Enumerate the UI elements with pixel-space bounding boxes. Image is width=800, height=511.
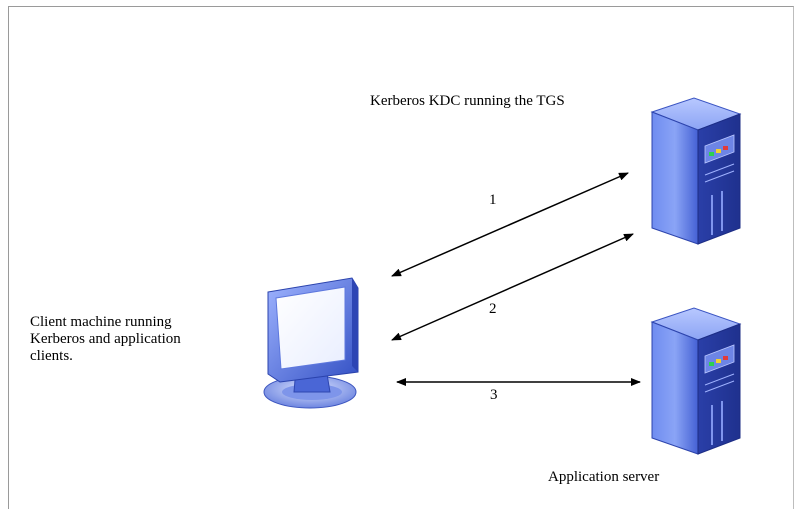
- client-label-line-2: Kerberos and application: [30, 331, 181, 347]
- arrow-2: [391, 233, 634, 341]
- arrow-1: [391, 172, 629, 277]
- client-label-line-1: Client machine running: [30, 314, 172, 330]
- diagram-frame: [8, 6, 794, 509]
- monitor-icon: [263, 277, 359, 409]
- server-icon: [650, 97, 742, 245]
- application-server-label: Application server: [548, 469, 660, 485]
- client-label: Client machine running Kerberos and appl…: [30, 314, 230, 365]
- kdc-title: Kerberos KDC running the TGS: [370, 93, 565, 109]
- server-icon: [650, 307, 742, 455]
- arrow-3-label: 3: [490, 387, 498, 403]
- client-label-line-3: clients.: [30, 348, 73, 364]
